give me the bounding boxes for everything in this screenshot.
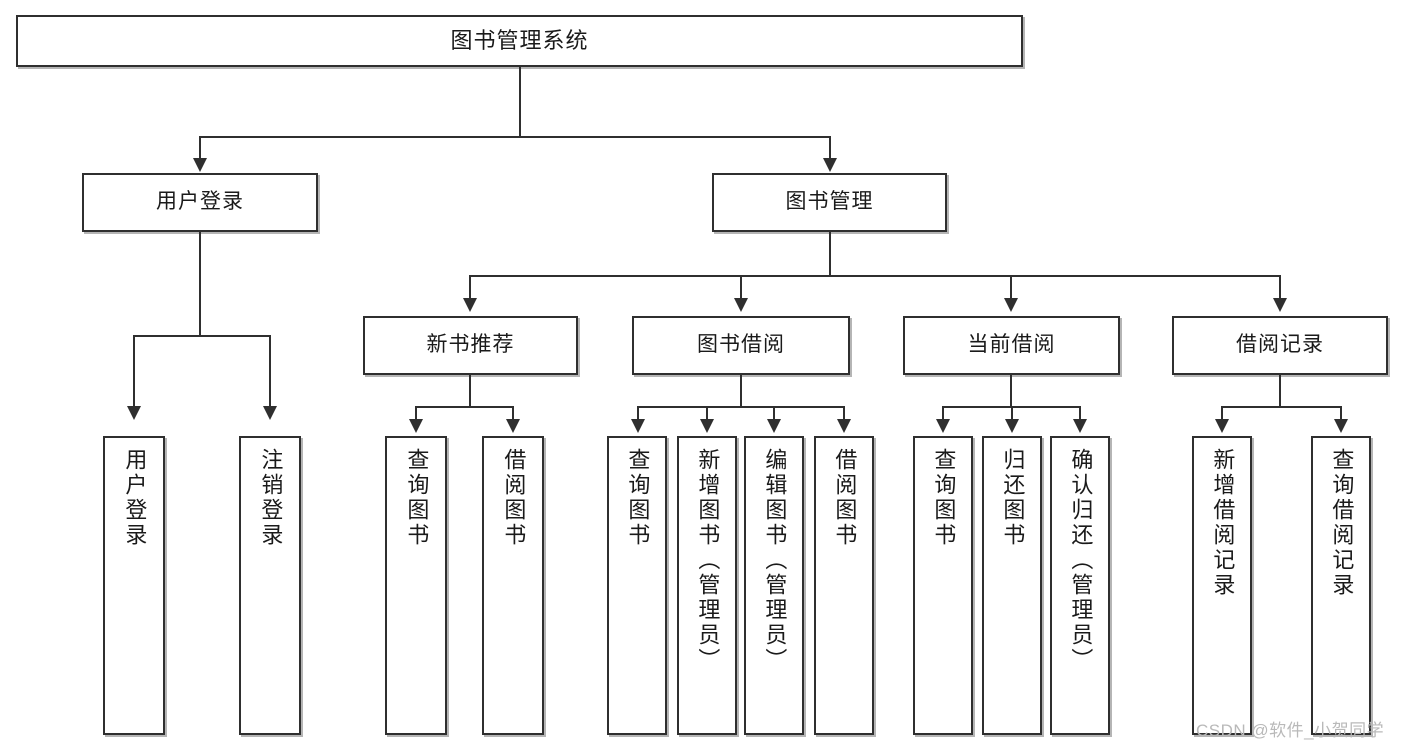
node-label: 新增借阅记录 <box>1210 448 1236 598</box>
connector-root-bus <box>199 136 831 138</box>
arrowhead-leaf-user-login <box>127 406 141 420</box>
arrowhead-new-book-recommend <box>463 298 477 312</box>
arrowhead-br-query-record <box>1334 419 1348 433</box>
connector-bm-drop-4 <box>1279 275 1281 299</box>
arrowhead-bb-borrow-book <box>837 419 851 433</box>
leaf-cb-confirm-return[interactable]: 确认归还（管理员） <box>1050 436 1110 735</box>
connector-root-to-book-management <box>829 136 831 160</box>
arrowhead-cb-query-book <box>936 419 950 433</box>
node-label: 图书借阅 <box>697 333 785 357</box>
connector-user-login-stem <box>199 232 201 336</box>
connector-bb-drop-3 <box>773 406 775 420</box>
connector-bb-drop-4 <box>843 406 845 420</box>
connector-book-management-stem <box>829 232 831 276</box>
leaf-br-add-record[interactable]: 新增借阅记录 <box>1192 436 1252 735</box>
node-label: 新书推荐 <box>426 333 515 357</box>
connector-book-management-bus <box>469 275 1281 277</box>
arrowhead-nbr-borrow-book <box>506 419 520 433</box>
leaf-user-login[interactable]: 用户登录 <box>103 436 165 735</box>
connector-cb-drop-2 <box>1011 406 1013 420</box>
connector-user-login-drop-1 <box>133 335 135 407</box>
node-label: 借阅记录 <box>1236 333 1324 357</box>
connector-cb-drop-3 <box>1079 406 1081 420</box>
arrowhead-leaf-logout <box>263 406 277 420</box>
leaf-nbr-query-book[interactable]: 查询图书 <box>385 436 447 735</box>
connector-nbr-stem <box>469 375 471 407</box>
arrowhead-bb-query-book <box>631 419 645 433</box>
connector-nbr-bus <box>415 406 513 408</box>
node-new-book-recommend[interactable]: 新书推荐 <box>363 316 578 375</box>
node-label: 借阅图书 <box>501 448 527 548</box>
connector-bm-drop-2 <box>740 275 742 299</box>
csdn-watermark: CSDN @软件_小贺同学 <box>1196 721 1385 740</box>
leaf-nbr-borrow-book[interactable]: 借阅图书 <box>482 436 544 735</box>
connector-cb-stem <box>1010 375 1012 407</box>
arrowhead-nbr-query-book <box>409 419 423 433</box>
node-label: 当前借阅 <box>967 333 1056 357</box>
node-label: 查询图书 <box>625 448 651 548</box>
connector-bb-bus <box>637 406 844 408</box>
node-label: 图书管理 <box>785 190 874 214</box>
connector-br-stem <box>1279 375 1281 407</box>
node-label: 借阅图书 <box>832 448 858 548</box>
arrowhead-book-borrow <box>734 298 748 312</box>
connector-br-drop-2 <box>1340 406 1342 420</box>
node-user-login[interactable]: 用户登录 <box>82 173 318 232</box>
connector-user-login-bus <box>133 335 269 337</box>
connector-bb-stem <box>740 375 742 407</box>
connector-cb-drop-1 <box>942 406 944 420</box>
connector-br-drop-1 <box>1221 406 1223 420</box>
arrowhead-bb-add-book <box>700 419 714 433</box>
connector-bb-drop-1 <box>637 406 639 420</box>
connector-root-stem <box>519 67 521 137</box>
arrowhead-cb-return-book <box>1005 419 1019 433</box>
arrowhead-cb-confirm-return <box>1073 419 1087 433</box>
arrowhead-book-management <box>823 158 837 172</box>
leaf-cb-return-book[interactable]: 归还图书 <box>982 436 1042 735</box>
node-borrow-record[interactable]: 借阅记录 <box>1172 316 1388 375</box>
node-current-borrow[interactable]: 当前借阅 <box>903 316 1120 375</box>
connector-user-login-drop-2 <box>269 335 271 407</box>
connector-nbr-drop-2 <box>512 406 514 420</box>
arrowhead-user-login <box>193 158 207 172</box>
arrowhead-br-add-record <box>1215 419 1229 433</box>
arrowhead-borrow-record <box>1273 298 1287 312</box>
node-label: 确认归还（管理员） <box>1068 448 1094 673</box>
node-label: 图书管理系统 <box>450 28 589 54</box>
connector-bm-drop-1 <box>469 275 471 299</box>
leaf-bb-borrow-book[interactable]: 借阅图书 <box>814 436 874 735</box>
connector-nbr-drop-1 <box>415 406 417 420</box>
node-book-management[interactable]: 图书管理 <box>712 173 947 232</box>
node-label: 查询借阅记录 <box>1329 448 1355 598</box>
leaf-bb-add-book[interactable]: 新增图书（管理员） <box>677 436 737 735</box>
node-label: 查询图书 <box>931 448 957 548</box>
node-label: 查询图书 <box>404 448 430 548</box>
connector-root-to-user-login <box>199 136 201 160</box>
leaf-bb-query-book[interactable]: 查询图书 <box>607 436 667 735</box>
leaf-cb-query-book[interactable]: 查询图书 <box>913 436 973 735</box>
arrowhead-current-borrow <box>1004 298 1018 312</box>
leaf-logout[interactable]: 注销登录 <box>239 436 301 735</box>
node-label: 新增图书（管理员） <box>695 448 721 673</box>
connector-bb-drop-2 <box>706 406 708 420</box>
leaf-br-query-record[interactable]: 查询借阅记录 <box>1311 436 1371 735</box>
connector-br-bus <box>1221 406 1341 408</box>
node-label: 用户登录 <box>156 190 244 214</box>
connector-bm-drop-3 <box>1010 275 1012 299</box>
node-label: 编辑图书（管理员） <box>762 448 788 673</box>
node-label: 归还图书 <box>1000 448 1026 548</box>
node-book-borrow[interactable]: 图书借阅 <box>632 316 850 375</box>
node-book-management-system[interactable]: 图书管理系统 <box>16 15 1023 67</box>
leaf-bb-edit-book[interactable]: 编辑图书（管理员） <box>744 436 804 735</box>
arrowhead-bb-edit-book <box>767 419 781 433</box>
node-label: 注销登录 <box>258 448 284 548</box>
node-label: 用户登录 <box>122 448 148 548</box>
